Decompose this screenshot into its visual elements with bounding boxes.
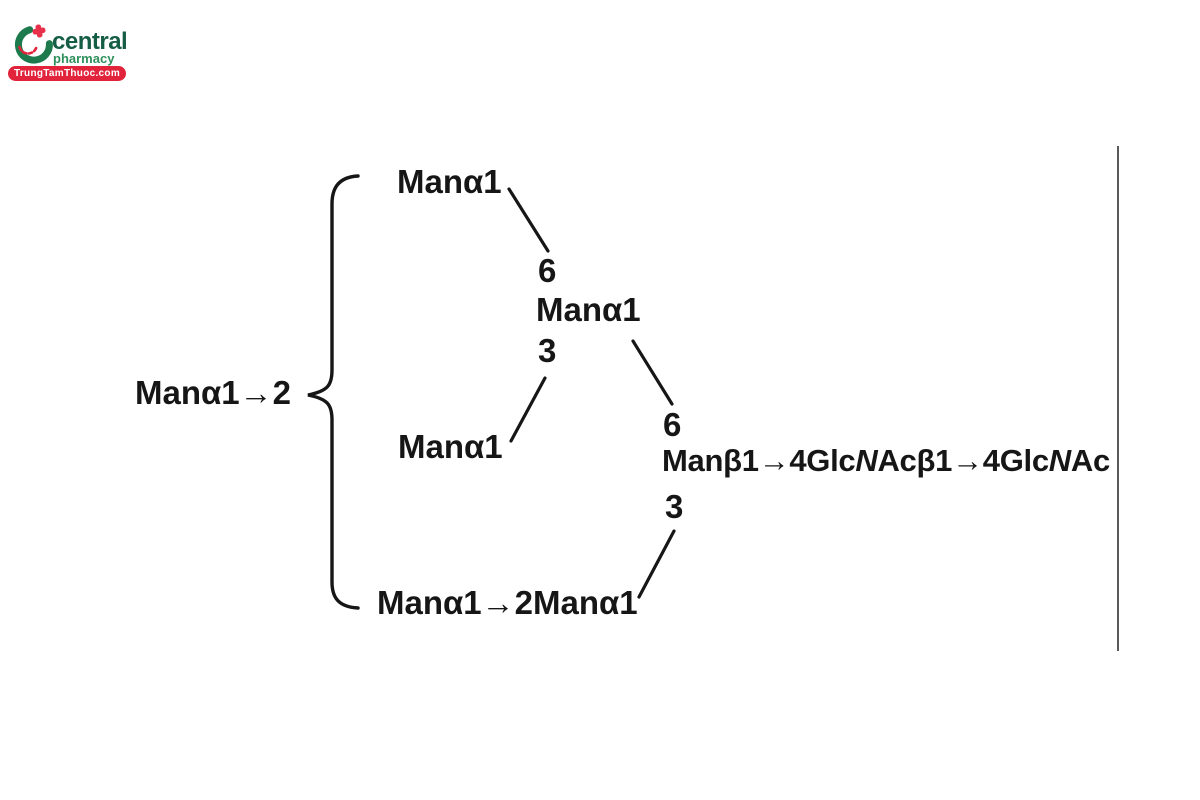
logo-tagline-text: pharmacy	[53, 51, 115, 66]
residue-mid-mannose: Manα1	[398, 428, 503, 465]
residue-center-mannose: Manα1	[536, 291, 641, 328]
bond-core-3-to-bottom-chain	[637, 529, 676, 599]
core-chain-part-2: Acβ1→4Glc	[877, 443, 1049, 478]
red-cross-icon	[32, 24, 46, 38]
linkage-6-top: 6	[538, 252, 557, 289]
linkage-6-core: 6	[663, 406, 682, 443]
linkage-3-mid: 3	[538, 332, 557, 369]
logo-brand-text: central	[52, 28, 128, 55]
core-chain-label: Manβ1→4GlcNAcβ1→4GlcNAc	[662, 445, 1110, 476]
prefix-residue-label: Manα1→2	[135, 374, 291, 411]
linkage-3-core: 3	[665, 488, 684, 525]
bond-top-man-to-6	[507, 187, 550, 253]
residue-top-mannose: Manα1	[397, 163, 502, 200]
pharmacy-c-ring-icon	[14, 24, 53, 64]
core-chain-part-3: Ac	[1070, 443, 1110, 478]
residue-bottom-dimannose: Manα1→2Manα1	[377, 584, 638, 621]
curly-brace	[307, 174, 360, 610]
core-chain-italic-n-1: N	[855, 443, 878, 478]
core-chain-part-1: Manβ1→4Glc	[662, 443, 856, 478]
bond-3-to-mid-man	[509, 376, 547, 443]
logo-site-badge: TrungTamThuoc.com	[8, 66, 126, 81]
bond-center-man-to-core-6	[631, 339, 674, 406]
core-chain-italic-n-2: N	[1048, 443, 1071, 478]
